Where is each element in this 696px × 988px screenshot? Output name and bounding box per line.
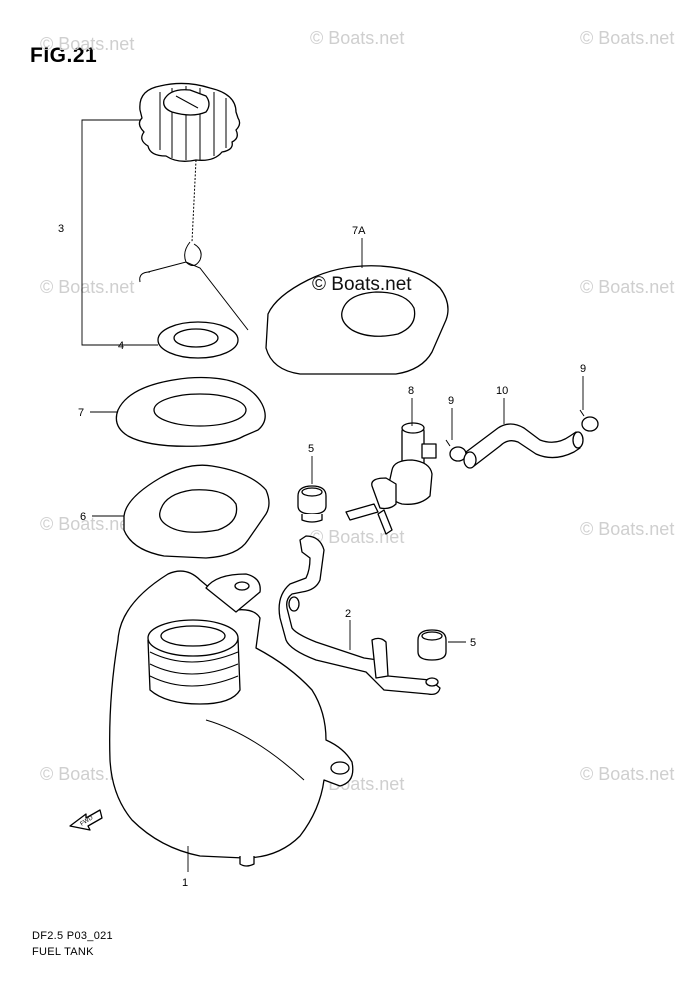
callout-8: 8 <box>408 385 414 397</box>
callout-2: 2 <box>345 608 351 620</box>
watermark-featured: © Boats.net <box>312 274 412 295</box>
callout-7: 7 <box>78 407 84 419</box>
gasket-part[interactable] <box>157 321 239 359</box>
watermark: © Boats.net <box>40 34 134 54</box>
callout-7a: 7A <box>352 225 366 237</box>
callout-9-left: 9 <box>448 395 454 407</box>
cushion-7a-part[interactable] <box>265 238 449 375</box>
cushion-round-part[interactable] <box>90 376 266 447</box>
hose-part[interactable] <box>463 398 584 469</box>
fwd-arrow-icon: FWD <box>69 809 103 831</box>
watermark: © Boats.net <box>310 527 404 547</box>
watermark: © Boats.net <box>40 277 134 297</box>
callout-4: 4 <box>118 340 124 352</box>
model-code: DF2.5 P03_021 <box>32 930 113 942</box>
fuel-cap-part[interactable] <box>81 82 249 346</box>
callout-3: 3 <box>58 223 64 235</box>
cushion-square-part[interactable] <box>92 464 270 559</box>
clip-right-part[interactable] <box>579 376 599 432</box>
watermark: © Boats.net <box>580 28 674 48</box>
callout-5-upper: 5 <box>308 443 314 455</box>
section-name: FUEL TANK <box>32 946 94 958</box>
watermark-group: © Boats.net © Boats.net © Boats.net © Bo… <box>40 28 674 794</box>
clip-left-part[interactable] <box>445 408 467 462</box>
callout-labels: 1 2 3 4 5 5 6 7 7A 8 9 9 10 <box>58 223 586 889</box>
fuel-tank-part[interactable] <box>109 570 354 872</box>
figure-title: FIG.21 <box>30 44 98 67</box>
callout-5-lower: 5 <box>470 637 476 649</box>
watermark: © Boats.net <box>40 514 134 534</box>
watermark: © Boats.net <box>580 277 674 297</box>
grommet-upper-part[interactable] <box>297 456 327 523</box>
bracket-part[interactable] <box>278 535 441 696</box>
watermark: © Boats.net <box>310 28 404 48</box>
callout-9-right: 9 <box>580 363 586 375</box>
watermark: © Boats.net <box>580 519 674 539</box>
grommet-lower-part[interactable] <box>417 629 466 661</box>
callout-10: 10 <box>496 385 508 397</box>
callout-6: 6 <box>80 511 86 523</box>
fuel-cock-part[interactable] <box>345 398 437 535</box>
watermark: © Boats.net <box>580 764 674 784</box>
callout-1: 1 <box>182 877 188 889</box>
